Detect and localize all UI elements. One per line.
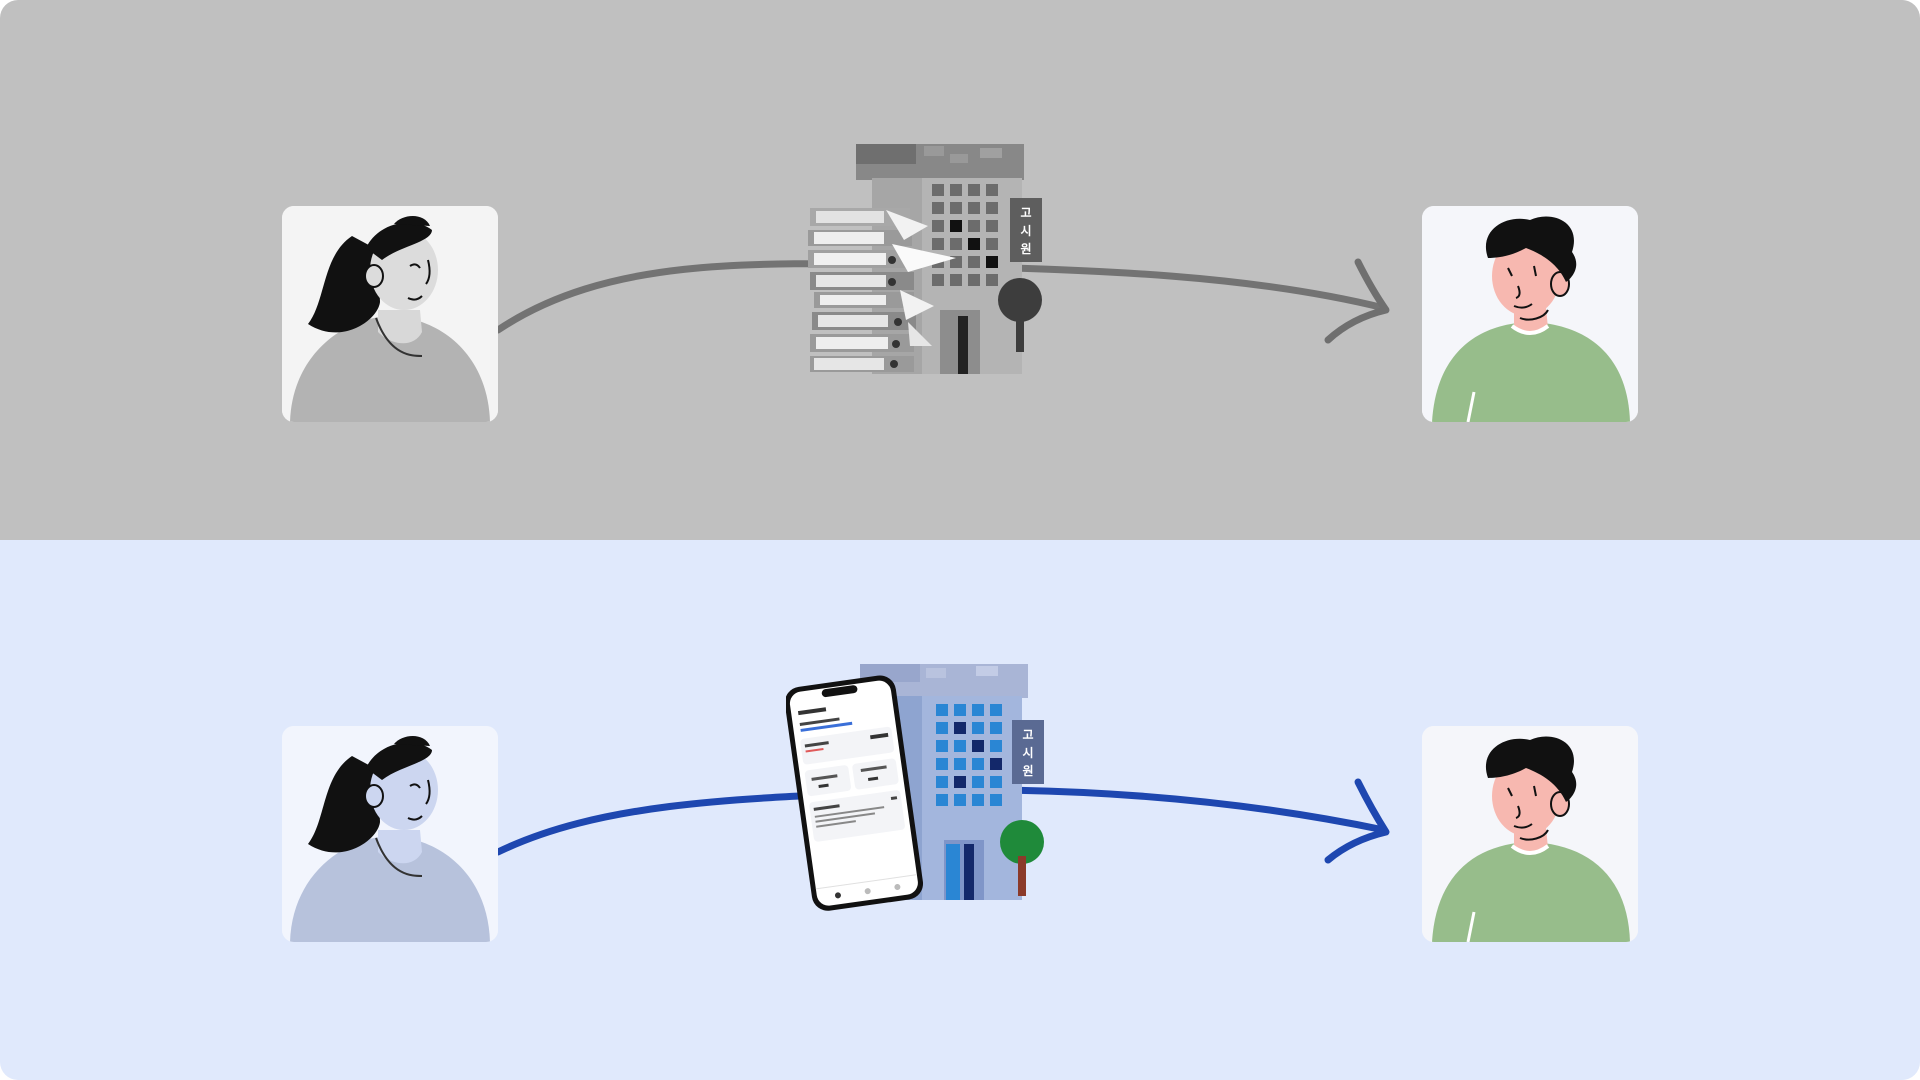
top-sign-char-3: 원 xyxy=(1020,242,1031,256)
top-sign-char-1: 고 xyxy=(1020,206,1031,220)
man-illustration xyxy=(1422,726,1638,942)
man-illustration xyxy=(1422,206,1638,422)
bottom-sign-char-3: 원 xyxy=(1022,764,1033,778)
top-man-card xyxy=(1422,206,1638,422)
top-woman-card xyxy=(282,206,498,422)
top-binder-stack xyxy=(808,208,956,372)
bottom-man-card xyxy=(1422,726,1638,942)
bottom-sign-char-2: 시 xyxy=(1022,746,1033,760)
bottom-sign-char-1: 고 xyxy=(1022,728,1033,742)
bottom-tree xyxy=(1000,820,1044,864)
bottom-app-building-illustration: 고 시 원 xyxy=(786,664,1044,911)
woman-illustration xyxy=(282,206,498,422)
bottom-building-sign xyxy=(1012,720,1044,784)
bottom-panel: 고 시 원 xyxy=(0,540,1920,1080)
top-panel: 고 시 원 xyxy=(0,0,1920,540)
top-paperwork-building-illustration: 고 시 원 xyxy=(808,144,1042,374)
woman-illustration xyxy=(282,726,498,942)
bottom-woman-card xyxy=(282,726,498,942)
top-building-sign xyxy=(1010,198,1042,262)
bottom-building: 고 시 원 xyxy=(860,664,1044,900)
smartphone-app xyxy=(786,675,924,911)
top-sign-char-2: 시 xyxy=(1020,224,1031,238)
top-tree xyxy=(998,278,1042,322)
